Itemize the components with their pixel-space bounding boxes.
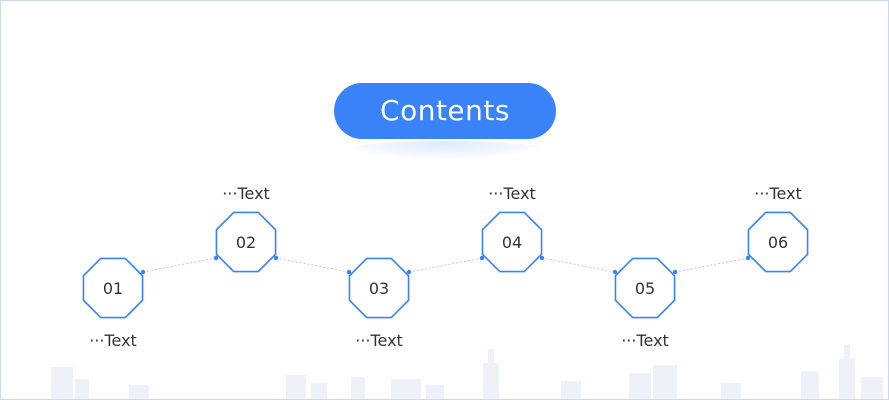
node-caption-03: ···Text	[355, 331, 403, 350]
connector-line	[408, 257, 483, 273]
node-caption-02: ···Text	[222, 184, 270, 203]
node-caption-05: ···Text	[621, 331, 669, 350]
node-octagon-03	[348, 257, 410, 319]
connector-line	[541, 257, 616, 273]
connector-dot	[213, 255, 219, 261]
connector-dot	[745, 255, 751, 261]
node-number-05: 05	[635, 279, 655, 298]
node-caption-04: ···Text	[488, 184, 536, 203]
city-skyline-background	[51, 345, 883, 399]
node-number-03: 03	[369, 279, 389, 298]
node-octagon-04	[481, 211, 543, 273]
node-number-02: 02	[236, 233, 256, 252]
connector-line	[275, 257, 350, 273]
connector-dot	[612, 269, 618, 275]
node-octagon-01	[82, 257, 144, 319]
node-number-04: 04	[502, 233, 522, 252]
connector-dot	[406, 269, 412, 275]
node-octagon-05	[614, 257, 676, 319]
connector-dot	[539, 255, 545, 261]
connector-dot	[140, 269, 146, 275]
connector-dot	[346, 269, 352, 275]
title-shadow	[344, 141, 546, 159]
connector-dot	[479, 255, 485, 261]
contents-title: Contents	[334, 83, 556, 139]
connector-dot	[273, 255, 279, 261]
connector-line	[142, 257, 217, 273]
connector-dot	[672, 269, 678, 275]
node-octagon-06	[747, 211, 809, 273]
node-octagon-02	[215, 211, 277, 273]
node-caption-06: ···Text	[754, 184, 802, 203]
node-caption-01: ···Text	[89, 331, 137, 350]
node-number-01: 01	[103, 279, 123, 298]
node-number-06: 06	[768, 233, 788, 252]
connector-line	[674, 257, 749, 273]
